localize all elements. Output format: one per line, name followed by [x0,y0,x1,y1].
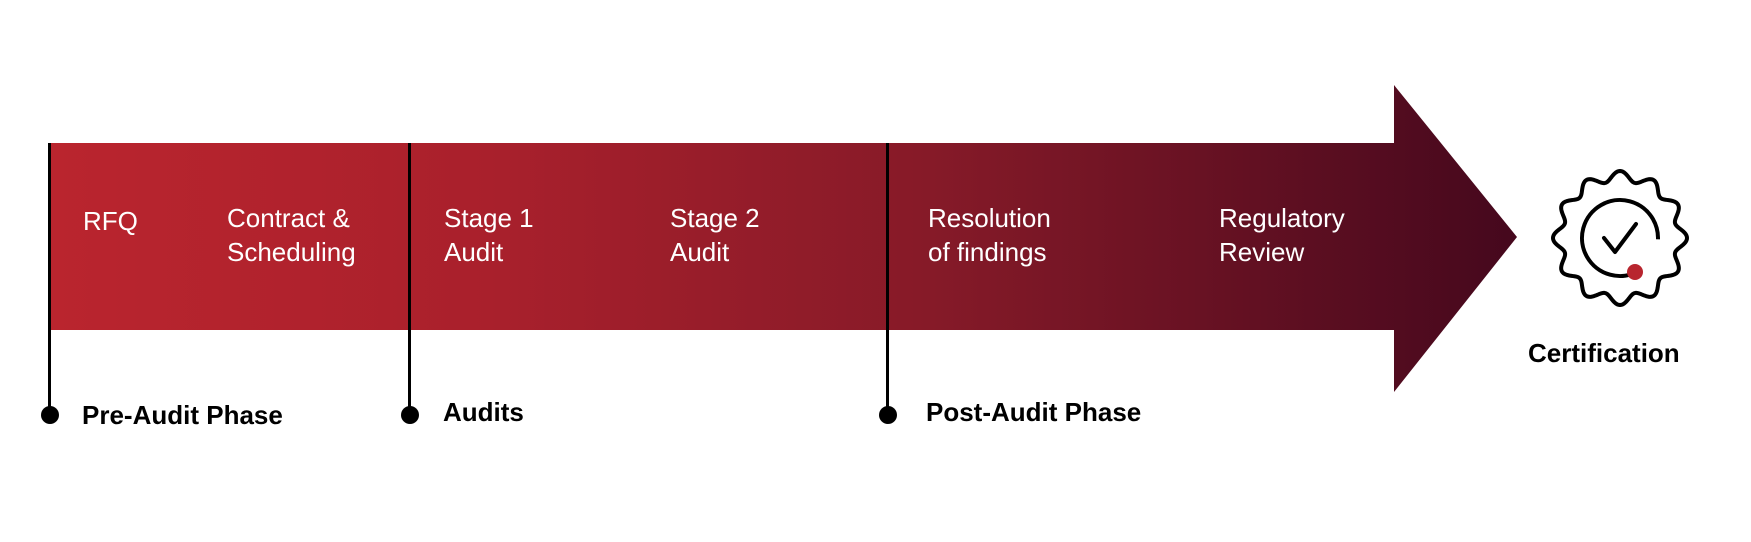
phase-label-audits: Audits [443,397,524,427]
phase-label-post-audit: Post-Audit Phase [926,397,1142,427]
phase-marker-line-audits [408,143,411,415]
step-contract-scheduling: Contract & Scheduling [227,203,356,267]
certificate-badge-check-icon [1551,169,1689,307]
step-rfq: RFQ [83,206,138,236]
certification-label: Certification [1528,338,1680,368]
phase-marker-line-post-audit [886,143,889,415]
phase-marker-line-pre-audit [48,143,51,415]
phase-marker-dot-audits [401,406,419,424]
step-stage-2-audit: Stage 2 Audit [670,203,760,267]
step-stage-1-audit: Stage 1 Audit [444,203,534,267]
arrow-shape [49,85,1517,392]
phase-label-pre-audit: Pre-Audit Phase [82,400,283,430]
phase-marker-dot-post-audit [879,406,897,424]
step-regulatory-review: Regulatory Review [1219,203,1345,267]
step-resolution-of-findings: Resolution of findings [928,203,1051,267]
phase-marker-dot-pre-audit [41,406,59,424]
